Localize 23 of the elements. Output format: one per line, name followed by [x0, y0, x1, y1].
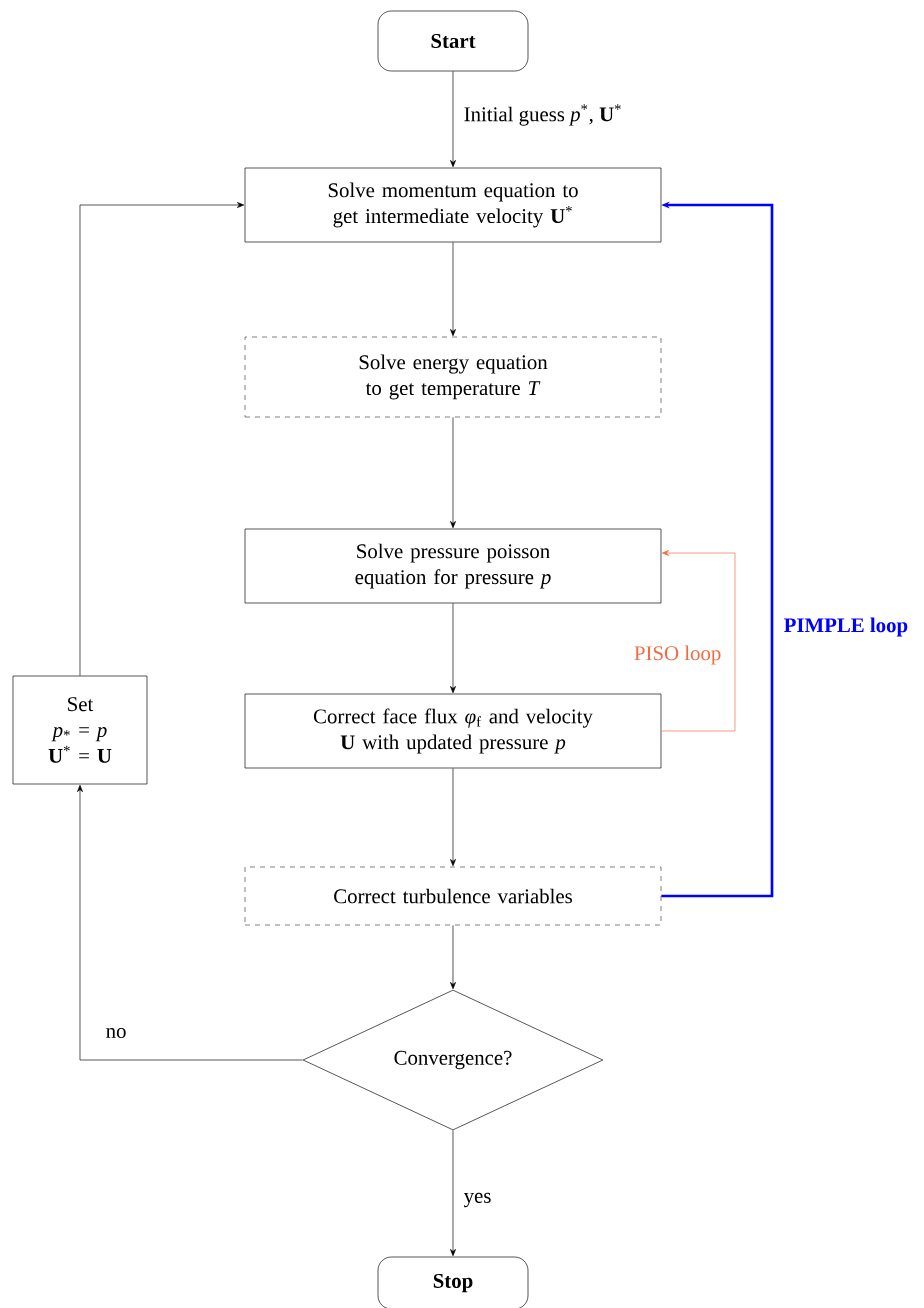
arrow — [450, 417, 456, 529]
arrow — [450, 603, 456, 694]
arrow — [450, 925, 456, 990]
edge-label: PISO loop — [630, 642, 725, 668]
arrow — [450, 242, 456, 337]
process-box: Solve energy equation to get temperature T — [244, 336, 662, 418]
process-box: Correct face flux φ$_{f}$ and velocity U with updated pressure p — [244, 693, 662, 769]
process-box: Solve pressure poisson equation for pressure p — [244, 528, 662, 604]
process-box: Solve momentum equation to get intermediate velocity U$^{*}$ — [244, 167, 662, 243]
edge-label: PIMPLE loop — [780, 614, 912, 640]
arrow — [661, 550, 736, 732]
edge-label: yes — [460, 1189, 495, 1211]
arrow — [450, 1130, 456, 1257]
arrow — [450, 768, 456, 867]
arrow — [79, 202, 245, 676]
arrow — [77, 784, 303, 1061]
arrow — [450, 71, 456, 168]
process-box: Set p$_{*}$ = p U$^{*}$ = U — [12, 675, 148, 785]
edge-label: no — [102, 1024, 130, 1042]
start-terminal: Start — [377, 10, 529, 72]
stop-terminal: Stop — [377, 1256, 529, 1308]
edge-label: Initial guess p$^{*}$, U$^{*}$ — [460, 101, 626, 129]
process-box: Correct turbulence variables — [244, 866, 662, 926]
